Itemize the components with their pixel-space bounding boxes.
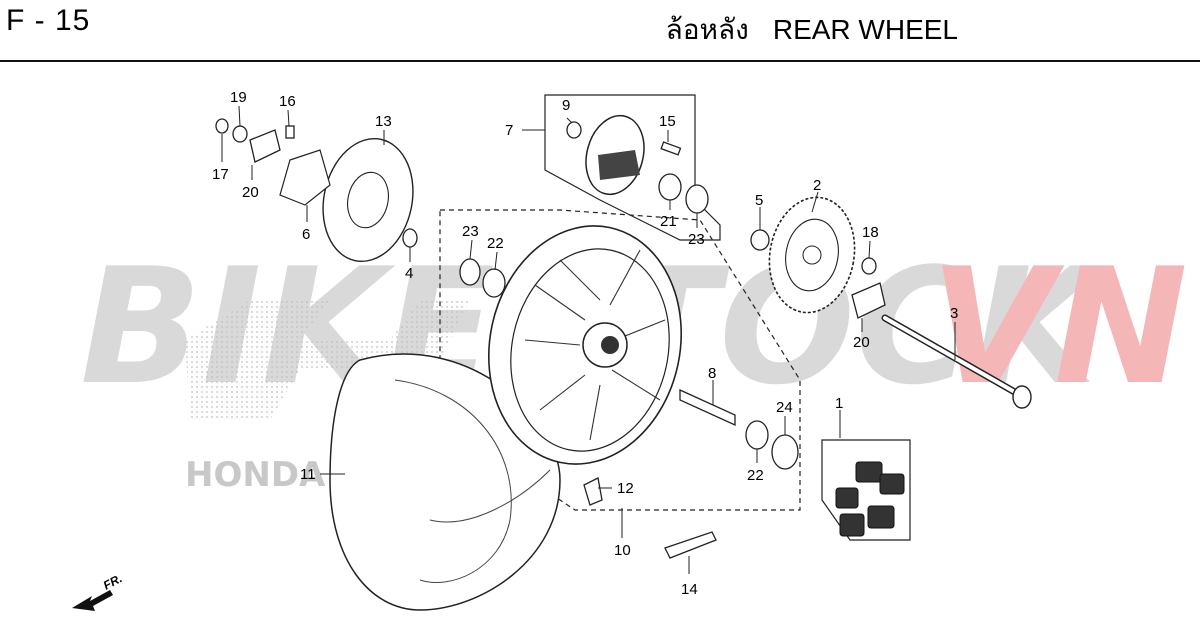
callout-20-left: 20 xyxy=(242,184,259,201)
callout-8: 8 xyxy=(708,365,716,382)
callout-10: 10 xyxy=(614,542,631,559)
sprocket-drawing xyxy=(768,196,856,314)
collar-9-drawing xyxy=(566,121,582,139)
o-ring-24-drawing xyxy=(771,434,799,470)
front-direction-indicator: FR. xyxy=(72,571,124,611)
callout-22-right: 22 xyxy=(747,467,764,484)
callout-17: 17 xyxy=(212,166,229,183)
watermark-brand-right: VN xyxy=(930,233,1188,420)
callout-18: 18 xyxy=(862,224,879,241)
weight-14-drawing xyxy=(664,531,717,559)
callout-numbers: 1 2 3 4 5 6 7 8 9 10 11 12 13 14 15 16 1… xyxy=(212,89,958,598)
callout-13: 13 xyxy=(375,113,392,130)
callout-12: 12 xyxy=(617,480,634,497)
page-code: F - 15 xyxy=(6,4,91,37)
callout-20-right: 20 xyxy=(853,334,870,351)
damper-drawing xyxy=(835,461,905,537)
collar-4-drawing xyxy=(402,228,418,248)
washer-19-drawing xyxy=(232,125,248,143)
leader-lines xyxy=(221,105,956,574)
page-title: ล้อหลัง REAR WHEEL xyxy=(666,8,958,52)
bearing-22-left-drawing xyxy=(482,268,506,298)
bearing-21-drawing xyxy=(658,173,682,201)
callout-21: 21 xyxy=(660,213,677,230)
callout-9: 9 xyxy=(562,97,570,114)
nut-17-drawing xyxy=(215,118,229,134)
callout-3: 3 xyxy=(950,305,958,322)
callout-6: 6 xyxy=(302,226,310,243)
seal-23-left-drawing xyxy=(459,258,481,286)
nut-18-drawing xyxy=(861,257,877,275)
callout-23-right: 23 xyxy=(688,231,705,248)
callout-23-left: 23 xyxy=(462,223,479,240)
callout-2: 2 xyxy=(813,177,821,194)
collar-5-drawing xyxy=(750,229,770,251)
bearing-22-right-drawing xyxy=(745,420,769,450)
callout-16: 16 xyxy=(279,93,296,110)
distance-collar-drawing xyxy=(679,388,736,427)
watermark-honda: HONDA xyxy=(185,455,326,495)
callout-19: 19 xyxy=(230,89,247,106)
callout-5: 5 xyxy=(755,192,763,209)
callout-7: 7 xyxy=(505,122,513,139)
title-english: REAR WHEEL xyxy=(772,14,958,45)
seal-23-right-drawing xyxy=(685,184,709,214)
rear-wheel-drawing xyxy=(487,225,683,465)
adjuster-plate-left-drawing xyxy=(249,129,281,163)
front-label: FR. xyxy=(101,571,125,592)
title-thai: ล้อหลัง xyxy=(665,14,749,45)
callout-15: 15 xyxy=(659,113,676,130)
disc-bracket-drawing xyxy=(279,149,331,206)
flange-assembly-outline xyxy=(544,94,721,241)
front-arrow-icon xyxy=(72,590,113,611)
bolt-16-drawing xyxy=(285,125,295,139)
header-divider xyxy=(0,60,1200,62)
callout-22-left: 22 xyxy=(487,235,504,252)
flange-drawing xyxy=(585,114,645,196)
callout-14: 14 xyxy=(681,581,698,598)
valve-12-drawing xyxy=(583,477,603,506)
brake-disc-drawing xyxy=(322,137,414,263)
damper-outline xyxy=(821,439,911,541)
callout-4: 4 xyxy=(405,265,413,282)
adjuster-plate-right-drawing xyxy=(851,282,886,319)
axle-drawing xyxy=(881,314,1032,409)
callout-1: 1 xyxy=(835,395,843,412)
callout-24: 24 xyxy=(776,399,793,416)
callout-11: 11 xyxy=(300,466,316,483)
stud-15-drawing xyxy=(660,141,682,156)
